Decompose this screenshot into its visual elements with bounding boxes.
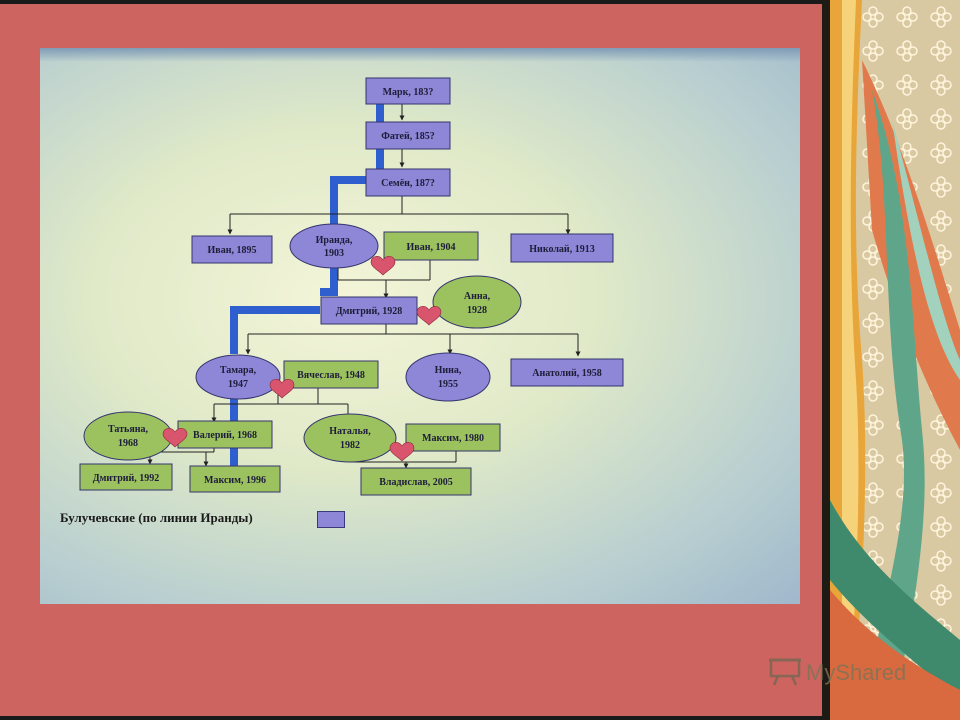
node-dmitriy-1992: Дмитрий, 1992 [79,463,173,491]
heart-icon [162,428,188,448]
node-nina: Нина, 1955 [405,352,491,402]
heart-icon [370,256,396,276]
svg-text:Вячеслав, 1948: Вячеслав, 1948 [297,370,365,381]
svg-text:Фатей, 185?: Фатей, 185? [381,131,434,142]
svg-text:Валерий, 1968: Валерий, 1968 [193,430,257,441]
legend-swatch [317,511,345,528]
node-vladislav: Владислав, 2005 [360,467,472,496]
node-ivan-1895: Иван, 1895 [191,235,273,264]
svg-text:1928: 1928 [467,305,487,316]
family-tree-photo: Марк, 183? Фатей, 185? Семён, 187? Иван,… [40,48,800,604]
svg-text:Николай, 1913: Николай, 1913 [529,244,594,255]
svg-text:Нина,: Нина, [435,365,462,376]
watermark-text: MyShared [806,660,907,685]
node-tatyana: Татьяна, 1968 [83,411,173,461]
svg-text:Владислав, 2005: Владислав, 2005 [379,477,453,488]
svg-text:Максим, 1996: Максим, 1996 [204,475,266,486]
svg-text:1903: 1903 [324,248,344,259]
legend-label: Булучевские (по линии Иранды) [60,510,253,525]
svg-text:Тамара,: Тамара, [220,365,257,376]
svg-text:Семён, 187?: Семён, 187? [381,178,435,189]
decorative-side-panel [822,0,960,720]
node-iranda: Иранда, 1903 [289,223,379,269]
node-maksim-1996: Максим, 1996 [189,465,281,493]
node-natalya: Наталья, 1982 [303,413,397,463]
node-mark: Марк, 183? [365,77,451,105]
node-nikolay: Николай, 1913 [510,233,614,263]
heart-icon [269,379,295,399]
heart-icon [416,306,442,326]
node-maksim-1980: Максим, 1980 [405,423,501,452]
node-dmitriy-1928: Дмитрий, 1928 [320,296,418,325]
node-ivan-1904: Иван, 1904 [383,231,479,261]
svg-text:Иранда,: Иранда, [316,235,353,246]
svg-text:Наталья,: Наталья, [329,426,371,437]
node-anna: Анна, 1928 [432,275,522,329]
node-tamara: Тамара, 1947 [195,354,281,400]
node-semyon: Семён, 187? [365,168,451,197]
svg-text:1982: 1982 [340,440,360,451]
svg-text:1968: 1968 [118,438,138,449]
svg-text:Иван, 1895: Иван, 1895 [208,245,257,256]
family-tree-diagram: Марк, 183? Фатей, 185? Семён, 187? Иван,… [79,77,624,496]
svg-text:Максим, 1980: Максим, 1980 [422,433,484,444]
node-valeriy: Валерий, 1968 [177,420,273,449]
svg-text:Дмитрий, 1928: Дмитрий, 1928 [336,306,403,317]
presentation-icon [769,658,801,686]
svg-text:Татьяна,: Татьяна, [108,424,149,435]
heart-icon [389,442,415,462]
svg-text:Дмитрий, 1992: Дмитрий, 1992 [93,473,160,484]
svg-text:Анна,: Анна, [464,291,491,302]
svg-text:Анатолий, 1958: Анатолий, 1958 [532,368,602,379]
node-anatoliy: Анатолий, 1958 [510,358,624,387]
node-vyacheslav: Вячеслав, 1948 [283,360,379,389]
svg-text:1955: 1955 [438,379,458,390]
svg-text:Марк, 183?: Марк, 183? [383,87,434,98]
svg-text:1947: 1947 [228,379,248,390]
connector-lines [135,104,581,469]
lineage-line [230,84,384,468]
node-fatey: Фатей, 185? [365,121,451,150]
svg-text:Иван, 1904: Иван, 1904 [407,242,456,253]
